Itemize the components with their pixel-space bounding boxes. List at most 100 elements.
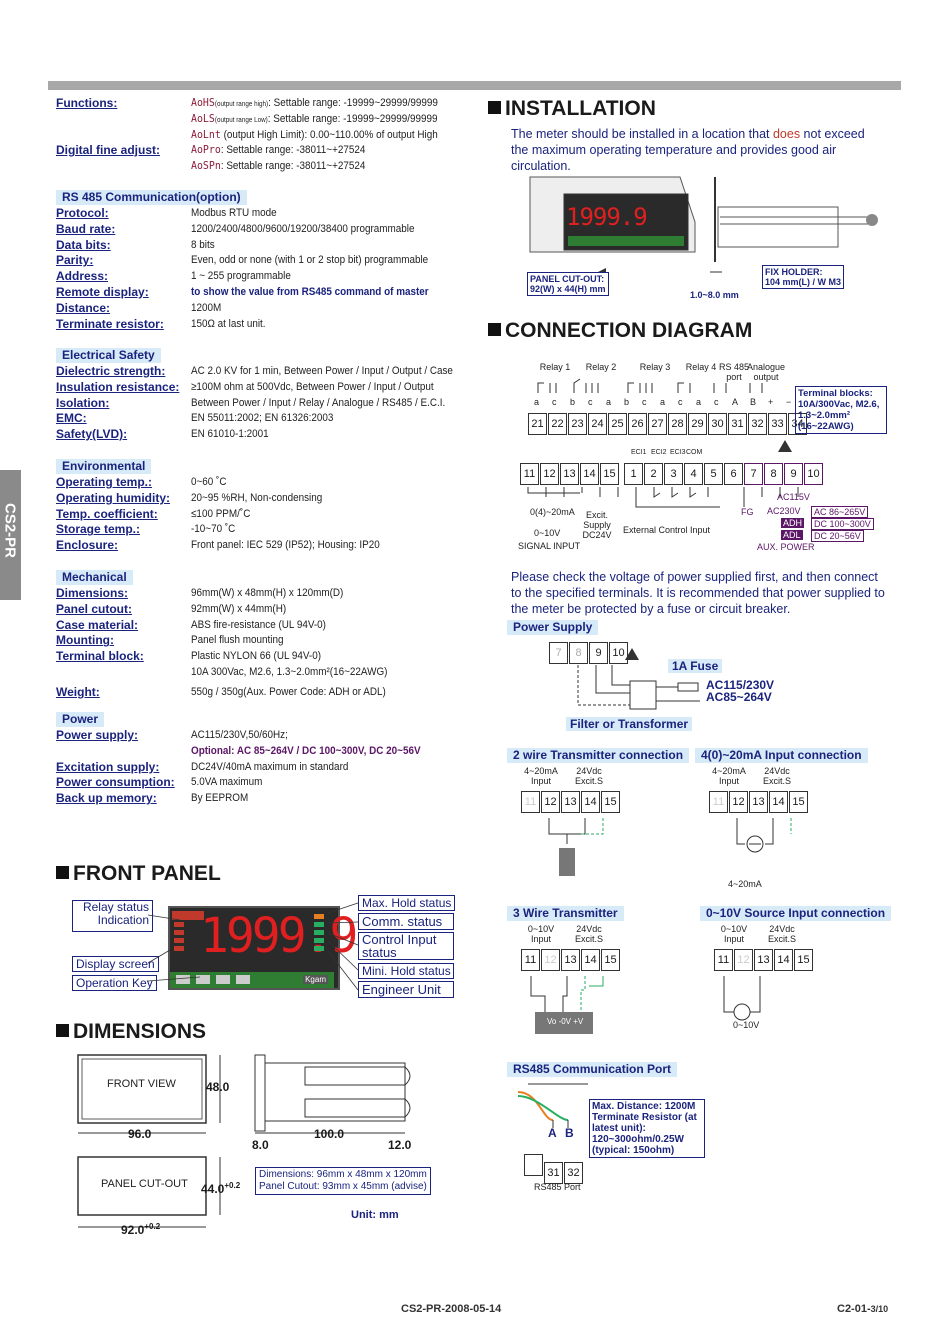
signal-label: 0(4)~20mA — [530, 507, 575, 517]
terminal: 13 — [754, 949, 773, 971]
wiring-input-label: 4~20mA Input — [524, 766, 558, 786]
connection-title: CONNECTION DIAGRAM — [488, 319, 752, 343]
relay-label: Analogue output — [746, 362, 786, 382]
terminal: 11 — [521, 949, 540, 971]
terminal: 15 — [789, 791, 808, 813]
terminal: 11 — [520, 463, 539, 485]
spec-value: EN 61010-1:2001 — [191, 428, 269, 441]
function-sub: (output range high) — [214, 101, 269, 108]
terminal: 10 — [804, 463, 823, 485]
dim-100: 100.0 — [314, 1127, 345, 1141]
terminal: 9 — [589, 642, 608, 664]
dim-44: 44.0+0.2 — [201, 1181, 240, 1196]
installation-text-b: not exceed the maximum operating tempera… — [511, 127, 865, 173]
power-option: AC 86~265V — [811, 506, 869, 518]
terminal: 27 — [648, 413, 667, 435]
function-code: AoLnt — [191, 128, 221, 141]
wiring-bottom-label: 0~10V — [733, 1020, 760, 1030]
spec-value: Optional: AC 85~264V / DC 100~300V, DC 2… — [191, 744, 421, 757]
contact-letter: c — [588, 397, 593, 407]
terminal: 7 — [549, 642, 568, 664]
footer-page-number: 3/10 — [870, 1304, 889, 1314]
spec-label: Terminate resistor: — [56, 316, 164, 331]
terminal-blank — [524, 1154, 543, 1176]
min-hold-label: Mini. Hold status — [358, 963, 454, 979]
operation-key-label: Operation Key — [72, 975, 157, 991]
spec-label: Safety(LVD): — [56, 427, 128, 442]
lower-wiring — [527, 487, 799, 508]
brand-logo: Kgam — [303, 975, 328, 984]
contact-letter: c — [552, 397, 557, 407]
rs485-a: A — [548, 1126, 557, 1140]
install-cutout-value: 92(W) x 44(H) mm — [530, 284, 606, 294]
dim-44-value: 44.0 — [201, 1182, 225, 1196]
front-panel-leaders — [147, 902, 359, 991]
display-screen-label: Display screen — [72, 956, 159, 972]
spec-label: Distance: — [56, 300, 111, 315]
terminal: 11 — [521, 791, 540, 813]
spec-label: Weight: — [56, 684, 100, 699]
section-title: Power — [56, 712, 105, 727]
wiring-input-label: 0~10V Input — [527, 924, 555, 944]
contact-letter: c — [642, 397, 647, 407]
spec-value: ABS fire-resistance (UL 94V-0) — [191, 618, 326, 631]
installation-text: The meter should be installed in a locat… — [511, 126, 881, 174]
function-code: AoLS — [191, 112, 215, 125]
terminal: 13 — [561, 949, 580, 971]
key-3[interactable] — [216, 975, 230, 984]
dim-96: 96.0 — [128, 1127, 152, 1141]
signal-label: 0~10V — [534, 528, 561, 538]
key-1[interactable] — [176, 975, 190, 984]
contact-letter: c — [678, 397, 683, 407]
spec-value: -10~70 ˚C — [191, 523, 236, 536]
spec-label: Enclosure: — [56, 538, 119, 553]
relay-status-label: Relay status Indication — [72, 900, 153, 932]
terminal: 10 — [609, 642, 628, 664]
spec-label: Temp. coefficient: — [56, 506, 158, 521]
signal-label: SIGNAL INPUT — [518, 541, 581, 551]
terminal: 32 — [564, 1162, 583, 1184]
terminal: 12 — [734, 949, 753, 971]
installation-text-a: The meter should be installed in a locat… — [511, 127, 773, 141]
spec-value: 150Ω at last unit. — [191, 317, 266, 330]
terminal-note: Terminal blocks: 10A/300Vac, M2.6, 1.3~2… — [795, 386, 887, 434]
function-text: : Settable range: -19999~29999/99999 — [268, 97, 438, 109]
contact-letter: a — [696, 397, 702, 407]
terminal: 1 — [624, 463, 643, 485]
terminal: 9 — [784, 463, 803, 485]
fine-adjust-code: AoSPn — [191, 159, 221, 172]
signal-label: AUX. POWER — [757, 542, 815, 552]
spec-value: Panel flush mounting — [191, 634, 284, 647]
wiring-lines — [548, 818, 604, 876]
spec-value: Even, odd or none (with 1 or 2 stop bit)… — [191, 254, 429, 267]
key-2[interactable] — [196, 975, 210, 984]
dim-92-value: 92.0 — [121, 1223, 145, 1237]
relay-label: Relay 1 — [539, 362, 571, 372]
relay-label: Relay 2 — [585, 362, 617, 372]
front-panel-title: FRONT PANEL — [56, 862, 221, 886]
spec-value: ≥100M ohm at 500Vdc, Between Power / Inp… — [191, 380, 434, 393]
spec-value: Between Power / Input / Relay / Analogue… — [191, 396, 446, 409]
relay-label: RS 485 port — [718, 362, 750, 382]
section-title: Environmental — [56, 459, 152, 474]
fine-adjust-text: : Settable range: -38011~+27524 — [220, 160, 366, 172]
terminal: 6 — [724, 463, 743, 485]
eci-label: ECI1 — [631, 449, 647, 456]
terminal: 32 — [748, 413, 767, 435]
wiring-title: 3 Wire Transmitter — [507, 906, 624, 921]
power-ac1: AC115/230V — [706, 678, 775, 692]
terminal: 28 — [668, 413, 687, 435]
contact-letter: b — [570, 397, 576, 407]
dimensions-title: DIMENSIONS — [56, 1020, 206, 1044]
wiring-excit-label: 24Vdc Excit.S — [574, 766, 603, 786]
key-4[interactable] — [236, 975, 250, 984]
spec-value: By EEPROM — [191, 792, 249, 805]
function-text: : Settable range: -19999~29999/99999 — [267, 113, 438, 125]
rs485-cable — [518, 1083, 588, 1128]
spec-value: 1200/2400/4800/9600/19200/38400 programm… — [191, 222, 415, 235]
signal-label: ADL — [781, 530, 803, 540]
fine-adjust-label: Digital fine adjust: — [56, 143, 161, 157]
